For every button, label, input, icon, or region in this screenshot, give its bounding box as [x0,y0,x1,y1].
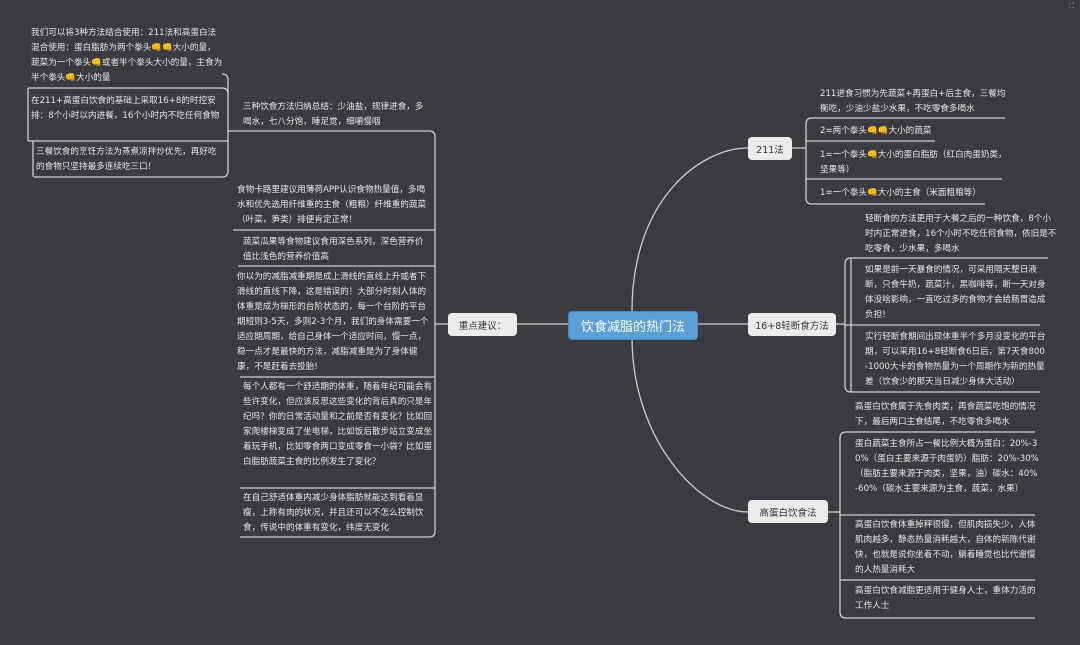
root-node[interactable]: 饮食减脂的热门法 [568,311,698,340]
branch-node-key-advice[interactable]: 重点建议： [448,313,517,336]
leaf-comfort-weight[interactable]: 每个人都有一个舒适期的体重，随着年纪可能会有些许变化，但应该反思这些变化的背后真… [243,382,433,467]
fullscreen-icon[interactable]: ⛶ [1069,2,1074,10]
leaf-protein-order[interactable]: 高蛋白饮食属于先食肉类，再食蔬菜吃饱的情况下，最后两口主食结尾，不吃零食多喝水 [855,402,1036,427]
leaf-calorie[interactable]: 食物卡路里建议用薄荷APP认识食物热量值，多喝水和优先选用纤维重的主食（粗粮）纤… [237,185,427,225]
branch-label: 211法 [756,144,784,156]
leaf-cooking[interactable]: 三餐饮食的烹饪方法为蒸煮凉拌炒优先，再好吃的食物只坚持最多连续吃三口! [36,147,217,172]
leaf-211-vegetables[interactable]: 2=两个拳头👊👊大小的蔬菜 [820,126,932,136]
branch-label: 16+8轻断食方法 [755,320,829,332]
branch-node-211[interactable]: 211法 [748,137,792,160]
leaf-16-8-binge[interactable]: 如果是前一天暴食的情况，可采用隔天整日液断，只食牛奶，蔬菜汁，黑咖啡等，断一天对… [865,265,1046,320]
leaf-timing[interactable]: 在211+高蛋白饮食的基础上采取16+8的时控安排：8个小时以内进餐，16个小时… [31,96,220,121]
leaf-211-staple[interactable]: 1=一个拳头👊大小的主食（米面粗粮等） [820,188,981,198]
leaf-16-8-plateau[interactable]: 实行轻断食期间出现体重半个多月没变化的平台期，可以采用16+8轻断食6日后，第7… [865,332,1046,387]
root-label: 饮食减脂的热门法 [580,320,685,335]
leaf-protein-metabolism[interactable]: 高蛋白饮食体重掉秤很慢，但肌肉损失少，人体肌肉越多，静态热量消耗越大，自体的新陈… [855,520,1036,575]
branch-node-high-protein[interactable]: 高蛋白饮食法 [748,500,828,523]
leaf-211-habit[interactable]: 211进食习惯为先蔬菜+再蛋白+后主食，三餐均衡吃，少油少盐少水果，不吃零食多喝… [820,89,1006,114]
leaf-protein-suitable[interactable]: 高蛋白饮食减脂更适用于健身人士，重体力活的工作人士 [855,586,1036,611]
leaf-combine-methods[interactable]: 我们可以将3种方法结合使用：211法和高蛋白法混合使用：蛋白脂肪为两个拳头👊👊大… [31,28,223,83]
branch-label: 重点建议： [458,320,507,332]
leaf-plateau[interactable]: 你以为的减脂减重期是成上滑线的直线上升或者下滑线的直线下降，这是错误的！大部分时… [237,272,429,372]
branch-label: 高蛋白饮食法 [759,507,817,519]
branch-node-16-8[interactable]: 16+8轻断食方法 [748,313,836,336]
leaf-summary[interactable]: 三种饮食方法归纳总结：少油盐，规律进食，多喝水，七八分饱，睡足觉，细嚼慢咽 [243,102,424,127]
leaf-211-protein[interactable]: 1=一个拳头👊大小的蛋白脂肪（红白肉蛋奶类，坚果等） [820,150,1007,175]
leaf-protein-ratio[interactable]: 蛋白蔬菜主食所占一餐比例大概为蛋白：20%-30%（蛋白主要来源于肉蛋奶）脂肪：… [855,439,1039,494]
leaf-reduce-fat[interactable]: 在自己舒适体重内减少身体脂肪就能达到看着显瘦，上称有肉的状况，并且还可以不怎么控… [243,493,424,533]
leaf-dark-vegetables[interactable]: 蔬菜瓜果等食物建议食用深色系列，深色营养价值比浅色的营养价值高 [243,237,424,262]
leaf-16-8-intro[interactable]: 轻断食的方法更用于大餐之后的一种饮食，8个小时内正常进食，16个小时不吃任何食物… [865,214,1057,254]
